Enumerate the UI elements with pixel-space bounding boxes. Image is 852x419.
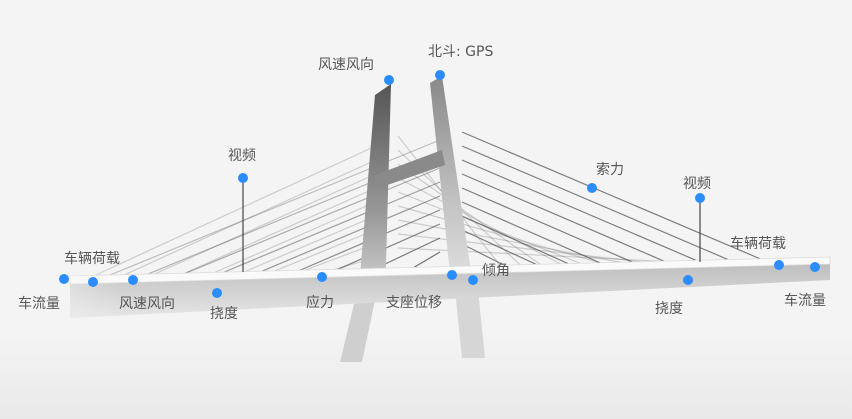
sensor-dot-stress[interactable] <box>317 272 327 282</box>
sensor-dot-video-right[interactable] <box>695 193 705 203</box>
left-tower <box>358 84 391 300</box>
sensor-dot-wind-deck[interactable] <box>128 275 138 285</box>
label-wind-deck: 风速风向 <box>119 296 175 312</box>
label-traffic-flow-left: 车流量 <box>18 295 60 312</box>
sensor-dot-deflection-left[interactable] <box>212 288 222 298</box>
sensor-dot-vehicle-load-right[interactable] <box>774 260 784 270</box>
stay-cable <box>375 237 441 269</box>
sensor-dot-video-left[interactable] <box>238 173 248 183</box>
label-stress: 应力 <box>306 294 334 311</box>
right-tower-lower <box>455 290 485 358</box>
stay-cable <box>223 181 441 273</box>
stay-cables <box>94 131 761 276</box>
label-vehicle-load-left: 车辆荷载 <box>64 250 120 267</box>
stay-cable <box>244 213 381 273</box>
stay-cable <box>397 247 661 262</box>
stay-cable <box>184 185 381 274</box>
stay-cable <box>397 205 601 264</box>
stay-cable <box>109 139 441 276</box>
stay-cable <box>274 227 381 272</box>
stay-cable <box>124 157 381 276</box>
right-tower <box>430 76 474 292</box>
stay-cable <box>461 243 505 266</box>
stay-cable <box>397 219 621 263</box>
stay-cable <box>461 159 697 261</box>
label-traffic-flow-right: 车流量 <box>784 292 826 309</box>
sensor-dot-traffic-flow-right[interactable] <box>810 262 820 272</box>
stay-cable <box>461 187 633 263</box>
label-cable-force: 索力 <box>596 161 624 178</box>
sensor-labels: 车流量 车辆荷载 风速风向 挠度 视频 应力 支座位移 倾角 风速风向 北斗: … <box>18 44 826 322</box>
stay-cable <box>154 171 381 275</box>
label-deflection-left: 挠度 <box>210 306 238 322</box>
deck-side <box>70 262 830 318</box>
stay-cable <box>461 173 665 262</box>
sensor-dot-vehicle-load-left[interactable] <box>88 277 98 287</box>
sensor-dot-traffic-flow-left[interactable] <box>59 274 69 284</box>
left-tower-lower <box>340 300 375 362</box>
label-video-right: 视频 <box>683 176 711 192</box>
stay-cable <box>461 215 569 265</box>
stay-cable <box>413 251 441 268</box>
stay-cable <box>461 201 601 264</box>
sensor-dots <box>59 70 820 298</box>
stay-cable <box>185 167 441 274</box>
stay-cable <box>337 223 441 270</box>
ground <box>0 330 852 419</box>
stay-cable <box>94 143 381 276</box>
stay-cable <box>397 177 561 265</box>
stay-cable <box>397 163 541 265</box>
stay-cable <box>261 195 441 272</box>
sensor-dot-deflection-right[interactable] <box>683 275 693 285</box>
stay-cable <box>461 131 761 260</box>
sensor-dot-wind-tower[interactable] <box>384 75 394 85</box>
stay-cable <box>461 145 729 261</box>
sensor-dot-cable-force[interactable] <box>587 183 597 193</box>
stay-cable <box>397 233 641 263</box>
label-tilt: 倾角 <box>482 263 510 279</box>
label-wind-tower: 风速风向 <box>318 57 374 73</box>
sensor-dot-bearing-displacement[interactable] <box>447 270 457 280</box>
sensor-dot-beidou-gps[interactable] <box>435 70 445 80</box>
label-deflection-right: 挠度 <box>655 301 683 317</box>
stay-cable <box>461 229 537 265</box>
label-video-left: 视频 <box>228 148 256 164</box>
sensor-dot-tilt[interactable] <box>468 275 478 285</box>
label-beidou-gps: 北斗: GPS <box>428 44 493 60</box>
label-vehicle-load-right: 车辆荷载 <box>730 235 786 252</box>
label-bearing-displacement: 支座位移 <box>386 295 442 311</box>
tower-crossbeam <box>373 150 445 190</box>
